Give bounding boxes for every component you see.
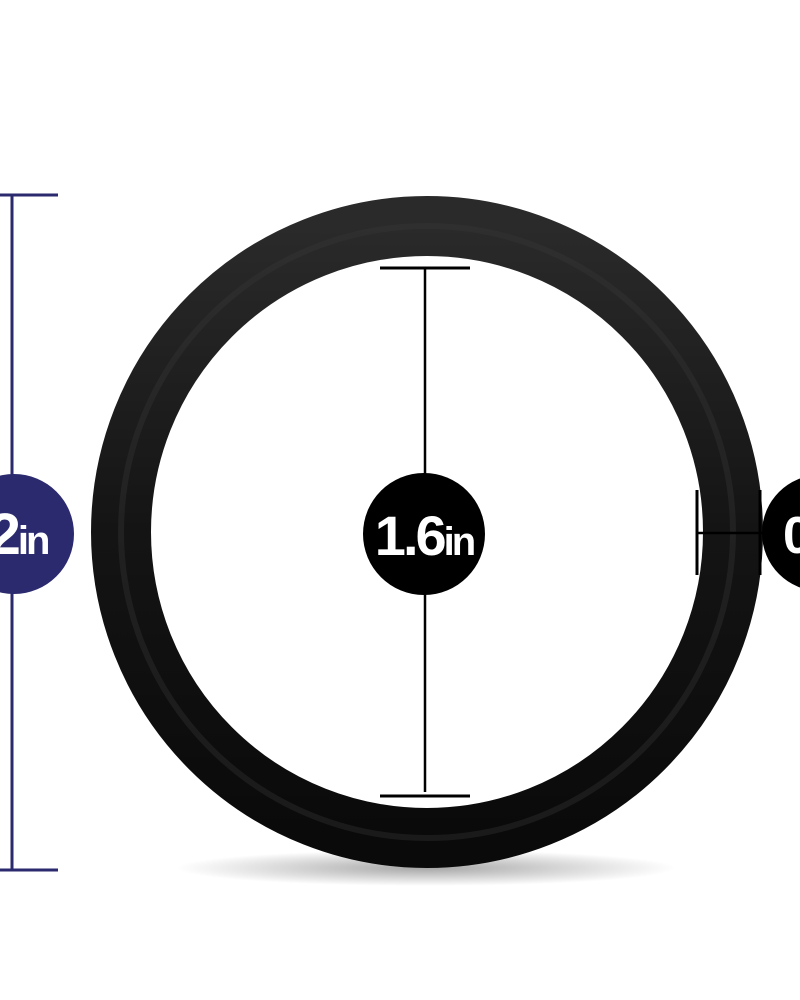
inner-diameter-badge xyxy=(363,473,485,595)
thickness-badge xyxy=(762,478,800,588)
inner-diameter-label: 1.6in xyxy=(375,504,474,567)
ring-shadow xyxy=(176,850,676,886)
outer-diameter-badge xyxy=(0,474,74,594)
outer-diameter-guide: 2in xyxy=(0,193,74,872)
outer-diameter-label: 2in xyxy=(0,502,48,567)
thickness-guide: 0 xyxy=(695,478,800,588)
thickness-label: 0 xyxy=(783,507,800,565)
inner-diameter-guide: 1.6in xyxy=(363,264,485,800)
